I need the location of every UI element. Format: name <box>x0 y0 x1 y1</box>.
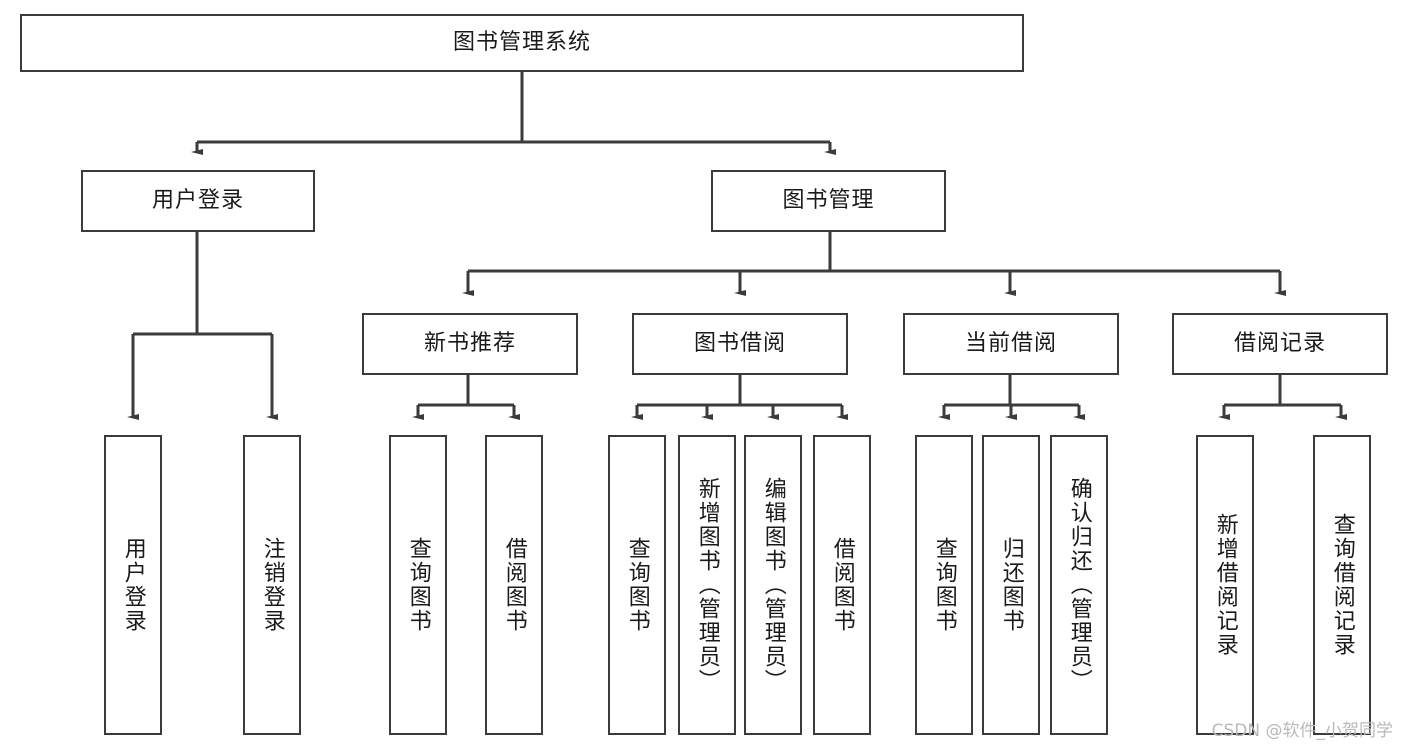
node-leaf-add-book[interactable]: 新增图书（管理员） <box>678 435 736 735</box>
node-label: 借阅图书 <box>829 537 855 633</box>
node-new-book-recommend[interactable]: 新书推荐 <box>362 313 578 375</box>
node-label: 新书推荐 <box>423 330 516 356</box>
node-leaf-return-book[interactable]: 归还图书 <box>982 435 1040 735</box>
node-label: 确认归还（管理员） <box>1066 477 1092 693</box>
node-book-management[interactable]: 图书管理 <box>711 170 946 232</box>
node-label: 查询借阅记录 <box>1329 513 1355 657</box>
node-leaf-borrow-book-1[interactable]: 借阅图书 <box>485 435 543 735</box>
node-label: 查询图书 <box>405 537 431 633</box>
node-current-borrow[interactable]: 当前借阅 <box>903 313 1119 375</box>
node-book-borrow[interactable]: 图书借阅 <box>632 313 848 375</box>
node-label: 借阅图书 <box>501 537 527 633</box>
node-leaf-query-book-3[interactable]: 查询图书 <box>915 435 973 735</box>
node-label: 查询图书 <box>624 537 650 633</box>
node-label: 用户登录 <box>120 537 146 633</box>
node-leaf-query-book-1[interactable]: 查询图书 <box>389 435 447 735</box>
node-label: 查询图书 <box>931 537 957 633</box>
csdn-watermark: CSDN @软件_小贺同学 <box>1211 721 1393 741</box>
node-leaf-borrow-book-2[interactable]: 借阅图书 <box>813 435 871 735</box>
node-label: 图书管理 <box>782 187 875 213</box>
node-root-book-management-system[interactable]: 图书管理系统 <box>20 14 1024 72</box>
node-leaf-query-book-2[interactable]: 查询图书 <box>608 435 666 735</box>
node-leaf-edit-book[interactable]: 编辑图书（管理员） <box>744 435 802 735</box>
node-leaf-user-login[interactable]: 用户登录 <box>104 435 162 735</box>
node-user-login[interactable]: 用户登录 <box>81 170 315 232</box>
node-leaf-query-record[interactable]: 查询借阅记录 <box>1313 435 1371 735</box>
node-leaf-logout[interactable]: 注销登录 <box>243 435 301 735</box>
node-label: 当前借阅 <box>964 330 1057 356</box>
node-label: 新增图书（管理员） <box>694 477 720 693</box>
node-label: 图书管理系统 <box>452 29 591 55</box>
node-label: 用户登录 <box>151 187 244 213</box>
node-leaf-add-record[interactable]: 新增借阅记录 <box>1196 435 1254 735</box>
node-label: 归还图书 <box>998 537 1024 633</box>
node-borrow-record[interactable]: 借阅记录 <box>1172 313 1388 375</box>
node-leaf-confirm-return[interactable]: 确认归还（管理员） <box>1050 435 1108 735</box>
node-label: 编辑图书（管理员） <box>760 477 786 693</box>
node-label: 借阅记录 <box>1233 330 1326 356</box>
node-label: 注销登录 <box>259 537 285 633</box>
node-label: 图书借阅 <box>693 330 786 356</box>
node-label: 新增借阅记录 <box>1212 513 1238 657</box>
